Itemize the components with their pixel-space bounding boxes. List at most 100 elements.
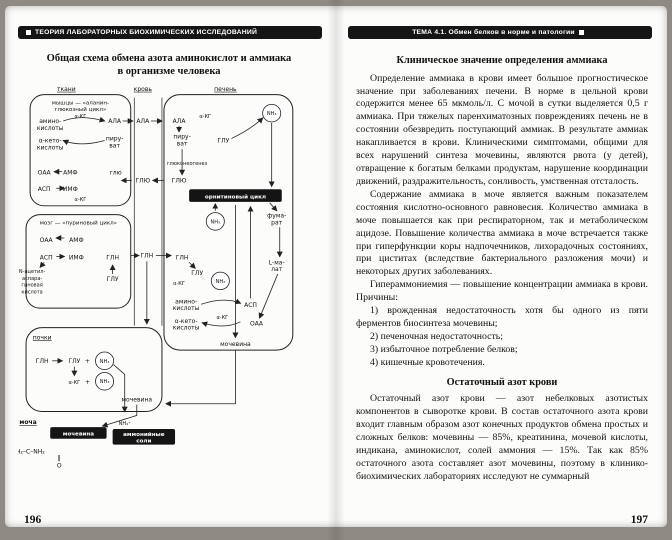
label-pyruvate-l2: ват — [177, 140, 188, 147]
urea-highlight-box — [50, 427, 107, 439]
label-akg-m2: α-КГ — [75, 197, 87, 203]
label-urea-kidney: мочевина — [121, 397, 152, 404]
label-amp-brain: АМФ — [69, 237, 84, 244]
label-imp-muscle: ИМФ — [63, 186, 78, 193]
right-header-text: ТЕМА 4.1. Обмен белков в норме и патолог… — [412, 29, 575, 36]
muscles-box — [29, 94, 132, 207]
label-fumarate-1: фума- — [267, 213, 286, 220]
figure-title-line1: Общая схема обмена азота аминокислот и а… — [46, 53, 292, 64]
label-akg-kidney: α-КГ — [69, 380, 81, 386]
header-square-icon — [26, 30, 31, 35]
label-nh3-kidney-2: NH₃ — [100, 379, 110, 385]
label-ketoacids-m2: кислоты — [37, 144, 64, 151]
label-aminoacids-l2: кислоты — [173, 305, 200, 312]
book-spine — [327, 0, 345, 540]
label-glucose-blood: ГЛЮ — [135, 177, 150, 184]
label-ketoacids-l2: кислоты — [173, 325, 200, 332]
label-aminoacids-m1: амино- — [39, 118, 61, 125]
label-fumarate-2: рат — [271, 219, 283, 226]
list-item: 2) печеночная недостаточность; — [370, 331, 503, 343]
label-ala-liver: АЛА — [173, 118, 187, 125]
kidneys-title: почки — [33, 334, 52, 341]
label-glu-kidney: ГЛУ — [68, 358, 80, 365]
section-heading-ammonia: Клиническое значение определения аммиака — [396, 55, 608, 66]
left-header-text: ТЕОРИЯ ЛАБОРАТОРНЫХ БИОХИМИЧЕСКИХ ИССЛЕД… — [35, 29, 258, 36]
list-item: 4) кишечные кровотечения. — [370, 356, 485, 368]
label-ammonium-2: соли — [136, 439, 151, 445]
column-label-liver: печень — [214, 86, 237, 93]
urine-title: моча — [19, 419, 36, 426]
label-urea-formula: NH₂–C–NH₂ — [18, 449, 45, 456]
label-akg-m1: α-КГ — [75, 114, 87, 120]
label-ketoacids-l1: α-кето- — [175, 318, 198, 325]
label-ornithine-cycle: орнитиновый цикл — [205, 194, 266, 201]
label-glucose-liver: ГЛЮ — [172, 177, 187, 184]
label-pyruvate-l1: пиру- — [173, 134, 190, 141]
label-pyruvate-m2: ват — [109, 142, 120, 149]
right-page-number: 197 — [630, 514, 648, 526]
label-nh3-liver-mid: NH₃ — [211, 219, 221, 225]
diagram-arrows — [39, 116, 283, 428]
header-square-icon — [578, 30, 584, 35]
label-gln-blood: ГЛН — [140, 253, 153, 260]
label-nh3-liver-top: NH₃ — [267, 111, 277, 117]
list-item: 3) избыточное потребление белков; — [370, 343, 518, 355]
label-gluconeogenesis: глюконеогенез — [167, 161, 208, 167]
nh3-circle-liver-top — [262, 104, 282, 123]
nh3-circle-kidney-1 — [95, 351, 115, 370]
label-asp-brain: АСП — [40, 255, 53, 262]
ornithine-cycle-box — [189, 189, 282, 202]
label-ala-muscle: АЛА — [108, 118, 122, 125]
label-glu-liver1: ГЛУ — [217, 138, 229, 145]
label-naa-4: кислота — [21, 290, 42, 296]
label-nh4: NH₄⁺ — [119, 421, 132, 427]
label-glucose-muscle: глю — [110, 170, 122, 177]
label-gln-liver: ГЛН — [176, 255, 189, 262]
label-oaa-liver: ОАА — [250, 321, 264, 328]
label-naa-3: гиновая — [21, 283, 42, 289]
label-ala-blood: АЛА — [136, 118, 150, 125]
figure-title-line2: в организме человека — [117, 66, 221, 78]
label-aminoacids-l1: амино- — [175, 298, 197, 305]
label-plus-2: + — [85, 379, 90, 386]
left-page-number: 196 — [24, 514, 42, 526]
label-formula-oxygen: O — [57, 463, 62, 470]
label-ammonium-1: аммонийные — [123, 431, 165, 438]
muscles-title-2: глюкозный цикл» — [55, 106, 107, 113]
section-heading-residual-nitrogen: Остаточный азот крови — [446, 376, 558, 388]
label-asp-muscle: АСП — [38, 186, 51, 193]
label-gln-brain: ГЛН — [106, 255, 119, 262]
label-glu-liver2: ГЛУ — [191, 270, 203, 277]
label-gln-kidney: ГЛН — [36, 358, 49, 365]
paragraph-4: Остаточный азот крови — азот небелковых … — [356, 393, 648, 482]
label-akg-liver3: α-КГ — [216, 315, 228, 321]
label-formula-doublebond: ‖ — [58, 455, 61, 462]
label-oaa-brain: ОАА — [40, 237, 54, 244]
label-plus-1: + — [85, 358, 90, 365]
brain-title: мозг — «пуриновый цикл» — [40, 219, 117, 226]
figure-title: Общая схема обмена азота аминокислот и а… — [16, 52, 322, 78]
label-akg-liver1: α-КГ — [199, 114, 211, 120]
nh3-circle-liver-low — [210, 271, 230, 291]
paragraph-3: Гипераммониемия — повышение концентрации… — [356, 279, 648, 304]
column-label-blood: кровь — [134, 86, 153, 93]
paragraph-2: Содержание аммиака в моче является важны… — [356, 188, 648, 278]
column-label-tissues: ткани — [57, 86, 76, 93]
left-running-header: ТЕОРИЯ ЛАБОРАТОРНЫХ БИОХИМИЧЕСКИХ ИССЛЕД… — [18, 26, 322, 39]
label-urea-liver: мочевина — [220, 341, 251, 348]
label-glu-brain: ГЛУ — [107, 276, 119, 283]
label-akg-liver2: α-КГ — [173, 281, 185, 287]
ammonium-salts-box — [112, 429, 176, 445]
label-asp-liver: АСП — [244, 302, 257, 309]
label-urea-urine: мочевина — [63, 431, 95, 437]
label-aminoacids-m2: кислоты — [37, 125, 64, 132]
nh3-circle-kidney-2 — [95, 372, 115, 391]
label-naa-1: N-ацетил- — [19, 269, 46, 275]
brain-box — [25, 214, 132, 309]
metabolism-diagram: ткани кровь печень мышцы — «аланин- глюк… — [18, 86, 294, 470]
muscles-title-1: мышцы — «аланин- — [52, 100, 109, 106]
label-nh3-liver-low: NH₃ — [216, 279, 226, 285]
label-ketoacids-m1: α-кето- — [39, 138, 62, 145]
nh3-circle-liver-mid — [205, 212, 225, 231]
